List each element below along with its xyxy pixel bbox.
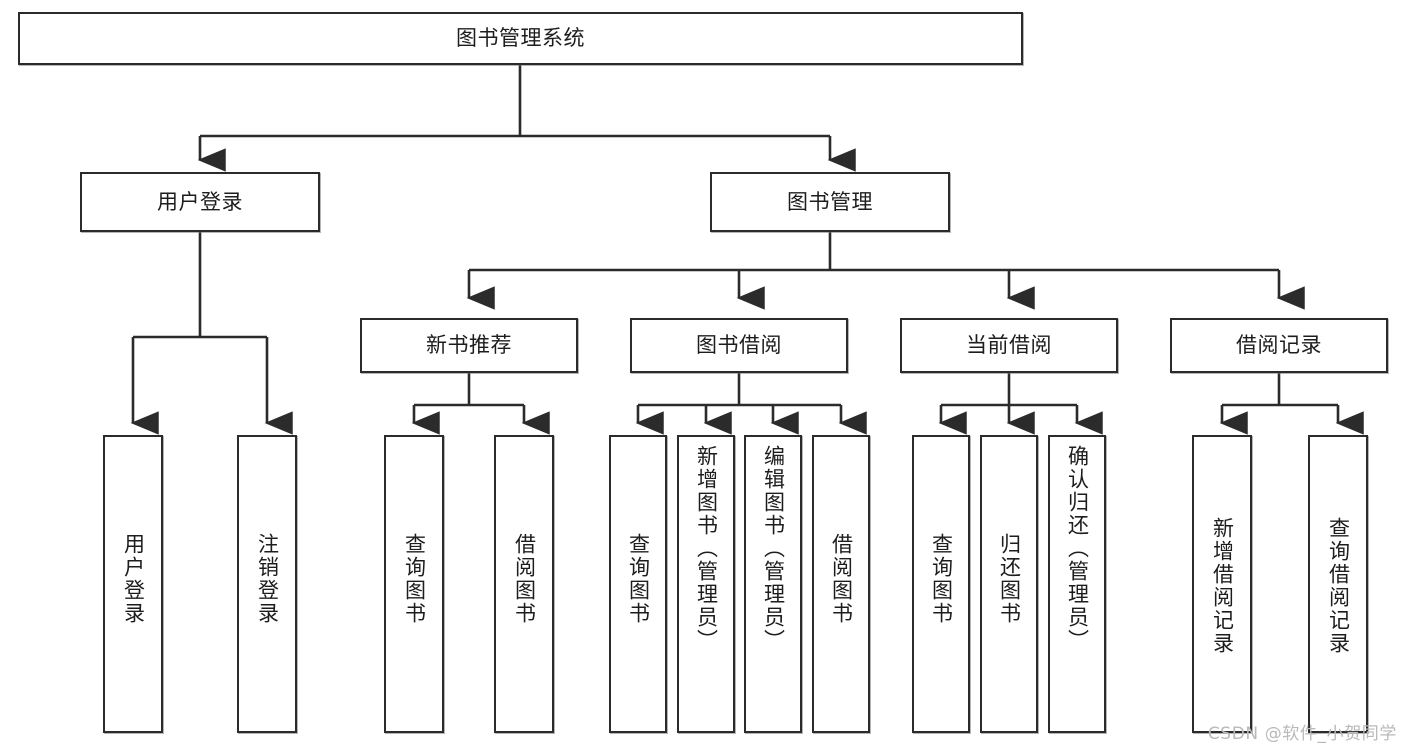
node-label: 新增图书（管理员） bbox=[694, 445, 719, 652]
node-label: 图书管理 bbox=[787, 189, 873, 214]
leaf-new-book-query[interactable]: 查询图书 bbox=[384, 435, 444, 733]
node-label: 图书借阅 bbox=[696, 333, 782, 358]
node-label: 注销登录 bbox=[255, 533, 280, 625]
node-label: 新增借阅记录 bbox=[1210, 517, 1235, 655]
leaf-current-return-book[interactable]: 归还图书 bbox=[980, 435, 1038, 733]
leaf-current-confirm-return[interactable]: 确认归还（管理员） bbox=[1048, 435, 1106, 733]
leaf-new-book-borrow[interactable]: 借阅图书 bbox=[494, 435, 554, 733]
node-book-management[interactable]: 图书管理 bbox=[710, 172, 950, 232]
node-new-book-recommend[interactable]: 新书推荐 bbox=[360, 318, 578, 373]
node-label: 查询图书 bbox=[402, 533, 427, 625]
leaf-borrow-query-book[interactable]: 查询图书 bbox=[609, 435, 667, 733]
leaf-borrow-add-book[interactable]: 新增图书（管理员） bbox=[677, 435, 735, 733]
node-label: 借阅图书 bbox=[829, 533, 854, 625]
leaf-borrow-borrow-book[interactable]: 借阅图书 bbox=[812, 435, 870, 733]
leaf-record-query[interactable]: 查询借阅记录 bbox=[1308, 435, 1368, 733]
node-label: 编辑图书（管理员） bbox=[761, 445, 786, 652]
node-label: 借阅记录 bbox=[1236, 333, 1322, 358]
leaf-record-add[interactable]: 新增借阅记录 bbox=[1192, 435, 1252, 733]
node-current-borrow[interactable]: 当前借阅 bbox=[900, 318, 1118, 373]
leaf-logout[interactable]: 注销登录 bbox=[237, 435, 297, 733]
node-user-login[interactable]: 用户登录 bbox=[80, 172, 320, 232]
csdn-watermark: CSDN @软件_小贺同学 bbox=[1207, 724, 1397, 744]
node-label: 用户登录 bbox=[157, 189, 243, 214]
node-label: 查询图书 bbox=[626, 533, 651, 625]
node-label: 当前借阅 bbox=[966, 333, 1052, 358]
node-label: 查询借阅记录 bbox=[1326, 517, 1351, 655]
node-label: 用户登录 bbox=[121, 533, 146, 625]
node-label: 图书管理系统 bbox=[456, 26, 585, 51]
node-label: 查询图书 bbox=[929, 533, 954, 625]
leaf-user-login[interactable]: 用户登录 bbox=[103, 435, 163, 733]
node-root-system[interactable]: 图书管理系统 bbox=[18, 12, 1023, 65]
node-label: 确认归还（管理员） bbox=[1065, 445, 1090, 652]
node-book-borrow[interactable]: 图书借阅 bbox=[630, 318, 848, 373]
node-borrow-record[interactable]: 借阅记录 bbox=[1170, 318, 1388, 373]
leaf-borrow-edit-book[interactable]: 编辑图书（管理员） bbox=[744, 435, 802, 733]
node-label: 归还图书 bbox=[997, 533, 1022, 625]
leaf-current-query-book[interactable]: 查询图书 bbox=[912, 435, 970, 733]
node-label: 新书推荐 bbox=[426, 333, 512, 358]
node-label: 借阅图书 bbox=[512, 533, 537, 625]
